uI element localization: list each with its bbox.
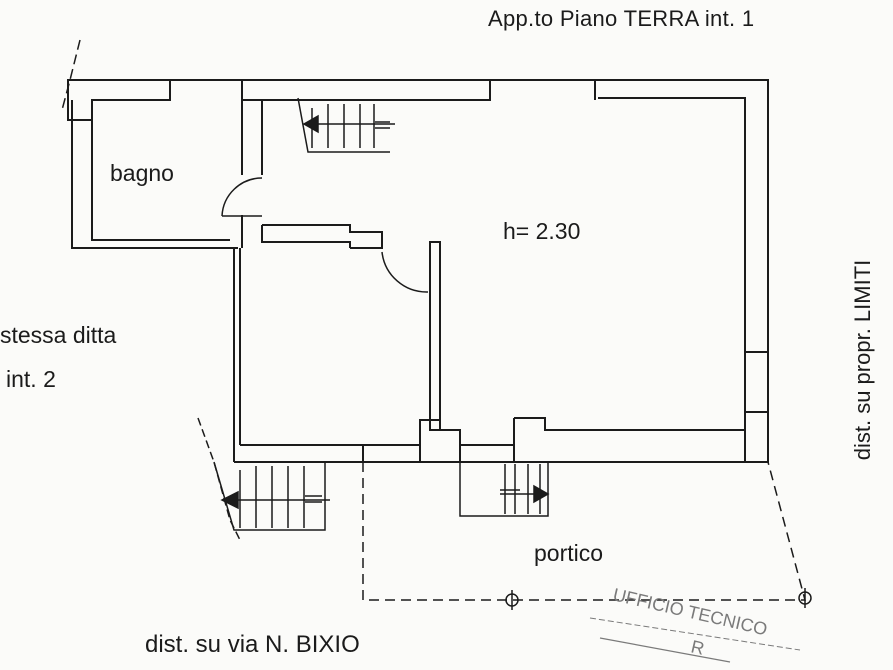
neighbor-label: stessa ditta <box>0 322 117 348</box>
stamp-text: UFFICIO TECNICO <box>611 584 769 639</box>
outer-walls <box>67 79 769 463</box>
bathroom-label: bagno <box>110 160 174 186</box>
stamp-text-2: R <box>689 636 706 658</box>
property-line-left <box>61 39 81 111</box>
street-distance-label: dist. su via N. BIXIO <box>145 631 360 658</box>
stair-porch <box>459 462 550 517</box>
property-distance-label: dist. su propr. LIMITI <box>850 259 875 461</box>
stair-bottom-left <box>197 417 330 541</box>
portico-outline <box>362 461 812 610</box>
stair-top <box>297 97 395 153</box>
office-stamp: UFFICIO TECNICO R <box>589 584 801 663</box>
porch-label: portico <box>534 540 604 566</box>
doors <box>221 177 429 293</box>
plan-title: App.to Piano TERRA int. 1 <box>488 6 755 31</box>
neighbor-unit-label: int. 2 <box>6 366 56 392</box>
ceiling-height-label: h= 2.30 <box>503 218 581 244</box>
